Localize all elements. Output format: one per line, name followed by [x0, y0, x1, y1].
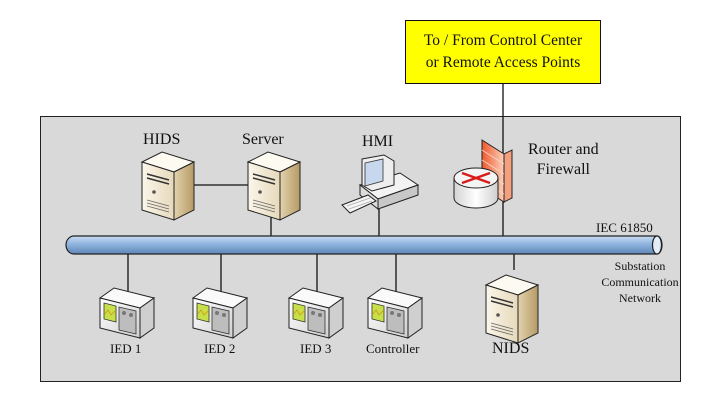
ied1-label: IED 1 — [110, 341, 142, 356]
controller-label: Controller — [366, 341, 420, 356]
router-firewall-label: Router and Firewall — [528, 140, 599, 180]
ied-icon — [288, 287, 344, 339]
control-center-callout: To / From Control Center or Remote Acces… — [405, 20, 601, 84]
iec61850-bus — [65, 235, 663, 255]
router-firewall-label-line-2: Firewall — [536, 161, 590, 178]
network-label-line-3: Network — [619, 291, 661, 305]
ied2-label: IED 2 — [204, 341, 236, 356]
network-label: Substation Communication Network — [596, 258, 684, 306]
network-label-line-2: Communication — [601, 275, 679, 289]
router-firewall-icon — [453, 139, 513, 209]
hmi-label: HMI — [362, 133, 394, 150]
server-tower-icon — [140, 151, 196, 221]
network-label-line-1: Substation — [614, 259, 666, 273]
server-label: Server — [242, 131, 284, 148]
router-firewall-label-line-1: Router and — [528, 141, 599, 158]
workstation-icon — [341, 154, 420, 214]
ied-icon — [98, 287, 156, 339]
server-tower-icon — [485, 274, 539, 344]
nids-label: NIDS — [492, 340, 530, 357]
callout-line-2: or Remote Access Points — [425, 54, 581, 71]
server-tower-icon — [247, 151, 301, 221]
callout-line-1: To / From Control Center — [423, 32, 583, 49]
ied-icon — [367, 287, 423, 339]
iec61850-label: IEC 61850 — [596, 220, 653, 235]
ied-icon — [192, 287, 248, 339]
ied3-label: IED 3 — [300, 341, 332, 356]
hids-label: HIDS — [143, 131, 181, 148]
